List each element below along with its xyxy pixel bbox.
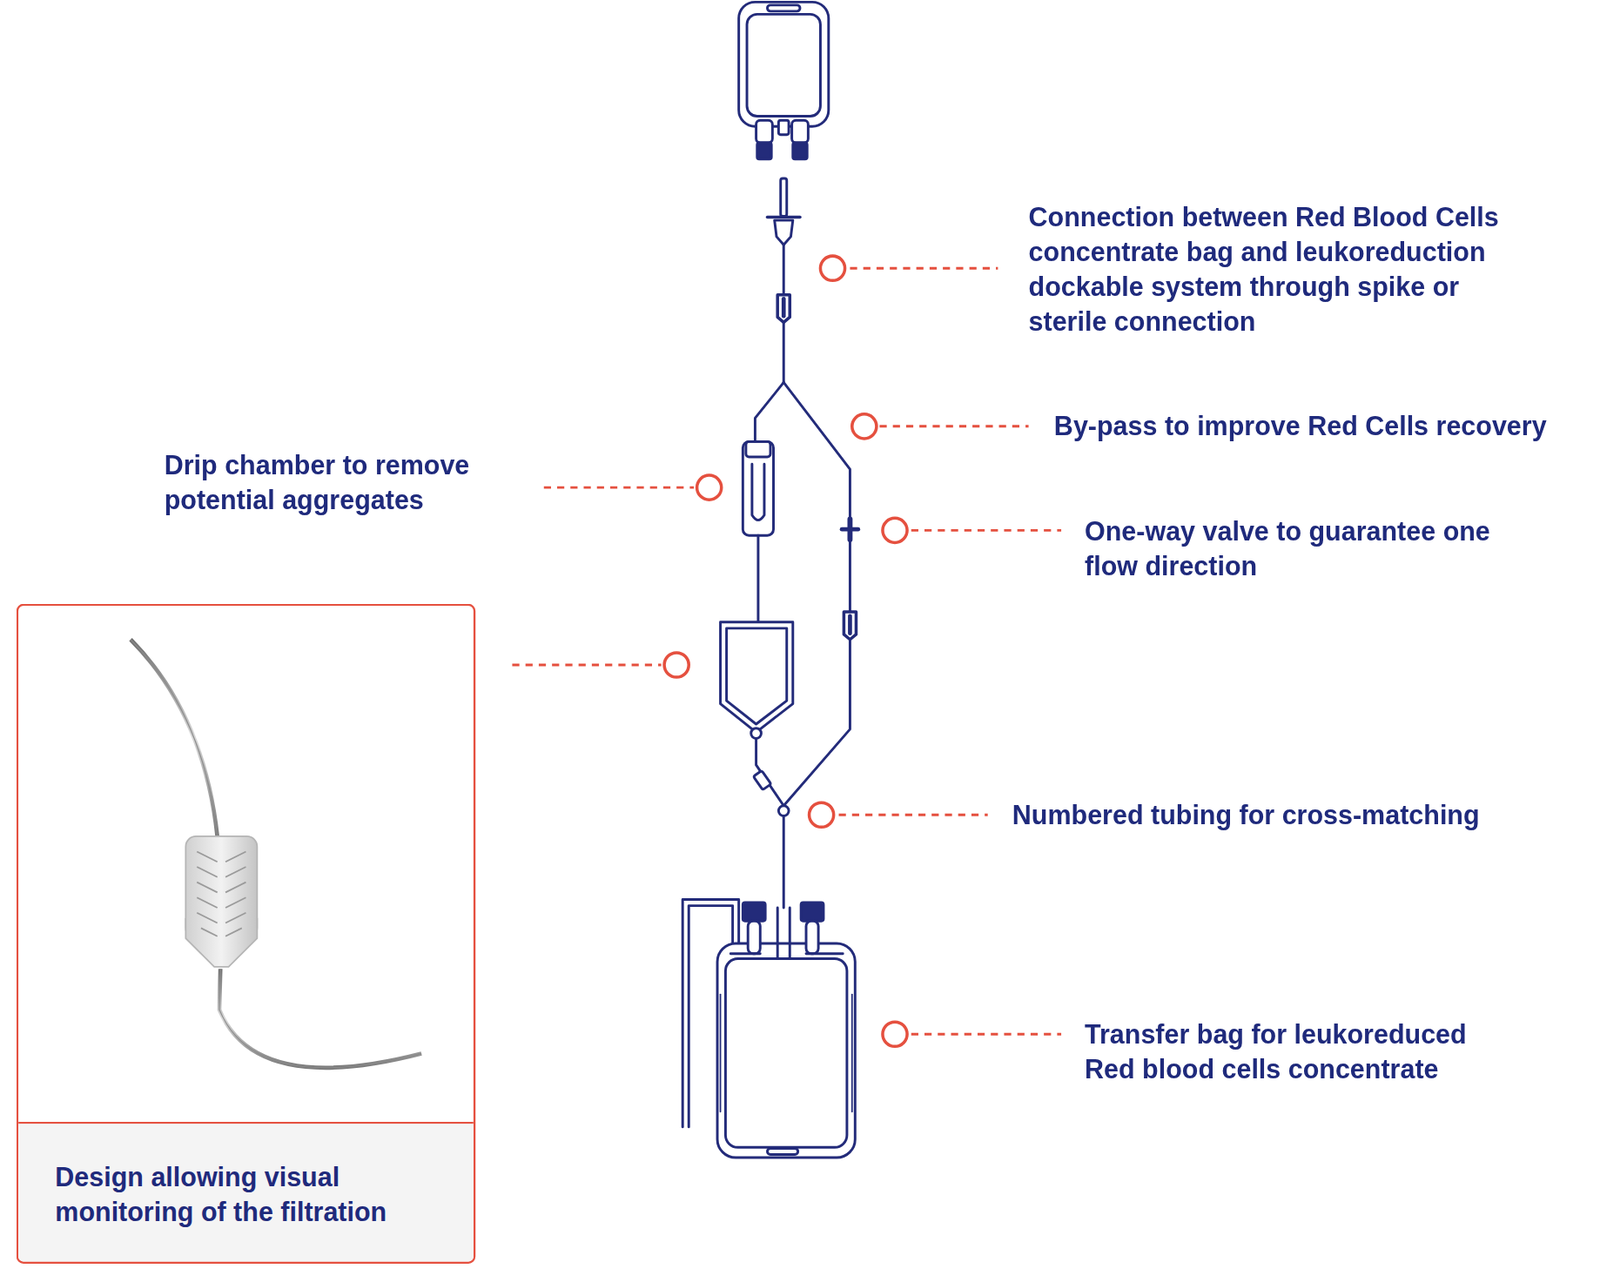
callout-text: By-pass to improve Red Cells recovery: [1054, 409, 1586, 444]
callout-text: Connection between Red Blood Cells conce…: [1028, 200, 1520, 339]
callout-text: Numbered tubing for cross-matching: [1012, 797, 1584, 833]
panel-caption: Design allowing visual monitoring of the…: [54, 1159, 443, 1230]
callout-text: One-way valve to guarantee one flow dire…: [1084, 514, 1493, 585]
callout-text: Transfer bag for leukoreduced Red blood …: [1084, 1016, 1493, 1087]
callout-text: Drip chamber to remove potential aggrega…: [164, 447, 532, 518]
feature-panel: Design allowing visual monitoring of the…: [16, 604, 476, 1264]
